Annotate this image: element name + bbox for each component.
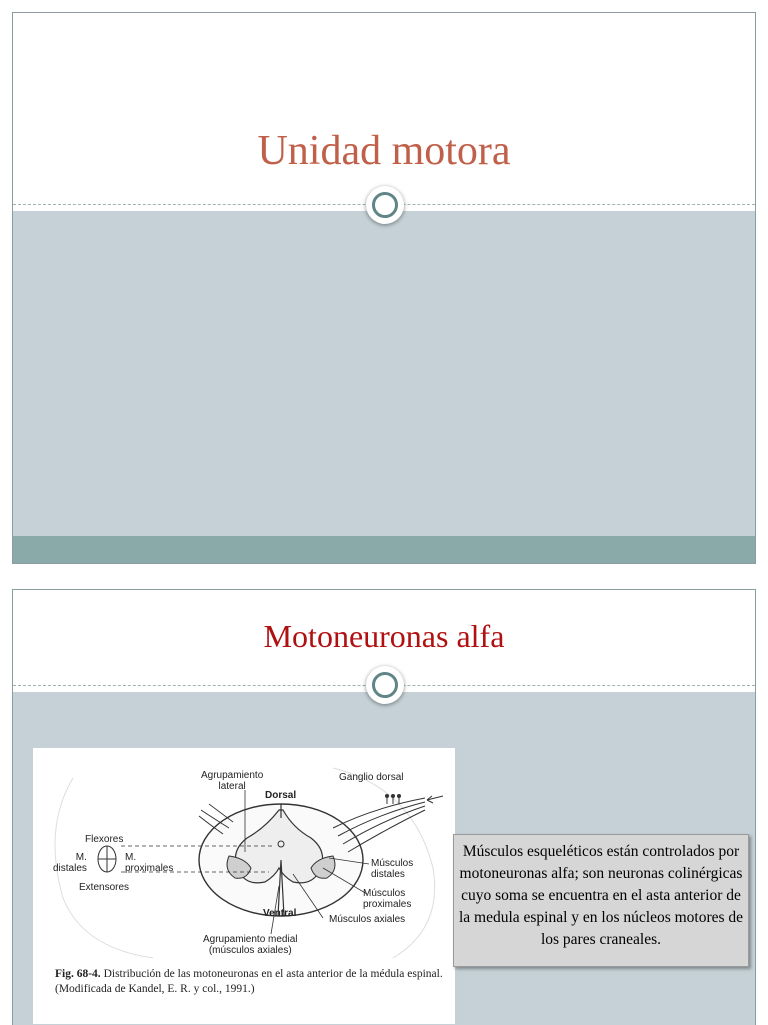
body-text: Músculos esqueléticos están controlados …	[458, 843, 744, 948]
caption-figure-number: Fig. 68-4.	[55, 968, 101, 980]
caption-text: Distribución de las motoneuronas en el a…	[55, 968, 443, 995]
footer-band	[13, 536, 755, 563]
slide-title: Unidad motora	[257, 128, 511, 174]
dorsal-root-fibers	[332, 797, 426, 853]
arrow-icon	[426, 795, 444, 801]
leader-line	[208, 803, 234, 823]
figure-caption: Fig. 68-4. Distribución de las motoneuro…	[55, 967, 455, 997]
content-area	[13, 211, 755, 536]
label-dorsal: Dorsal	[265, 790, 297, 801]
lateral-motor-pool-left	[226, 855, 252, 879]
slide-title: Motoneuronas alfa	[263, 618, 505, 654]
label-musculos-proximales: Músculos proximales	[363, 888, 412, 910]
background-outline	[54, 767, 436, 959]
label-agrupamiento-lateral: Agrupamiento lateral	[201, 770, 264, 792]
arrow-head-icon	[426, 795, 434, 804]
body-map-axes	[98, 846, 116, 872]
label-ventral: Ventral	[263, 908, 297, 919]
level-lines	[121, 845, 273, 873]
label-m-proximales: M. proximales	[125, 852, 174, 874]
label-extensores: Extensores	[79, 882, 130, 893]
spinal-cord-figure: Agrupamiento lateral Dorsal Ganglio dors…	[33, 748, 455, 1024]
spinal-cord-diagram	[54, 767, 444, 959]
label-flexores: Flexores	[85, 834, 124, 845]
ventral-fissure	[277, 804, 285, 917]
slide-unidad-motora: Unidad motora	[12, 12, 756, 564]
leader-line	[322, 867, 368, 895]
title-area: Unidad motora	[13, 13, 755, 205]
label-m-distales: M. distales	[53, 852, 87, 874]
dorsal-ganglion-icon	[385, 794, 401, 804]
circle-ornament-icon	[366, 186, 404, 224]
central-canal	[277, 840, 285, 848]
leader-line	[328, 857, 370, 865]
circle-ornament-icon	[366, 666, 404, 704]
leader-line	[270, 885, 280, 935]
lateral-motor-pool-right	[310, 855, 336, 879]
label-musculos-distales: Músculos distales	[371, 858, 414, 880]
leader-line	[292, 873, 324, 919]
label-agrupamiento-medial: Agrupamiento medial (músculos axiales)	[203, 934, 298, 956]
label-musculos-axiales: Músculos axiales	[329, 914, 406, 925]
label-ganglio-dorsal: Ganglio dorsal	[339, 772, 404, 783]
slide-motoneuronas-alfa: Motoneuronas alfa	[12, 589, 756, 1025]
body-text-box: Músculos esqueléticos están controlados …	[453, 834, 749, 967]
root-fibers-left	[198, 809, 230, 835]
